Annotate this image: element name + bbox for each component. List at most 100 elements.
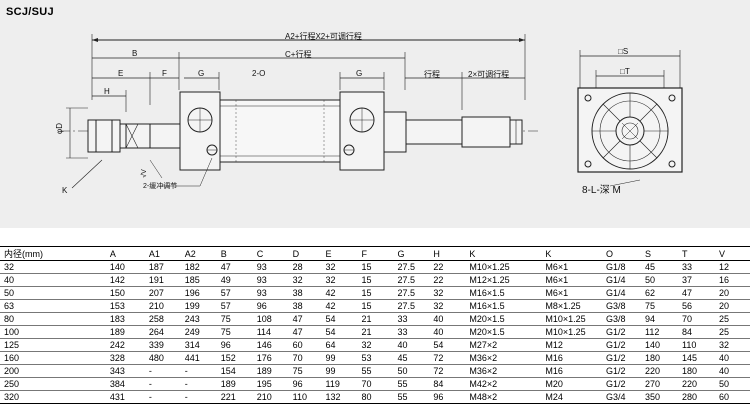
- table-cell: 32: [357, 338, 394, 352]
- table-cell: 441: [180, 351, 217, 365]
- table-cell: 191: [144, 273, 181, 287]
- table-cell: 20: [714, 286, 750, 300]
- table-cell: 75: [288, 364, 322, 378]
- column-header: D: [288, 246, 322, 261]
- table-cell: 96: [216, 338, 253, 352]
- dim-label-k: K: [62, 186, 68, 195]
- column-header: C: [252, 246, 289, 261]
- column-header: F: [357, 246, 394, 261]
- drawing-panel: SCJ/SUJ: [0, 0, 750, 228]
- table-cell: 53: [357, 351, 394, 365]
- table-cell: 196: [180, 286, 217, 300]
- table-cell: 140: [641, 338, 678, 352]
- table-cell: 40: [0, 273, 106, 287]
- table-cell: 187: [144, 260, 181, 274]
- column-header: 内径(mm): [0, 246, 106, 261]
- table-cell: 125: [0, 338, 106, 352]
- table-cell: G1/2: [601, 364, 641, 378]
- table-cell: 12: [714, 260, 750, 274]
- dim-label-g-left: G: [198, 69, 205, 78]
- table-cell: 96: [429, 390, 466, 404]
- table-cell: G1/2: [601, 338, 641, 352]
- table-cell: 15: [357, 286, 394, 300]
- table-cell: 32: [321, 273, 358, 287]
- table-cell: -: [144, 364, 181, 378]
- table-cell: 27.5: [393, 273, 430, 287]
- series-title: SCJ/SUJ: [6, 6, 54, 18]
- table-cell: -: [144, 377, 181, 391]
- table-cell: 152: [216, 351, 253, 365]
- table-cell: 431: [105, 390, 145, 404]
- table-cell: M10×1.25: [541, 312, 602, 326]
- column-header: H: [429, 246, 466, 261]
- table-cell: 70: [288, 351, 322, 365]
- table-cell: 47: [677, 286, 715, 300]
- table-cell: 37: [677, 273, 715, 287]
- table-cell: 55: [393, 377, 430, 391]
- table-cell: 32: [321, 260, 358, 274]
- table-cell: 32: [714, 338, 750, 352]
- table-cell: 249: [180, 325, 217, 339]
- table-cell: 50: [641, 273, 678, 287]
- table-cell: 32: [0, 260, 106, 274]
- table-cell: 210: [144, 299, 181, 313]
- table-cell: 195: [252, 377, 289, 391]
- dim-label-s: □S: [618, 47, 629, 56]
- table-cell: 384: [105, 377, 145, 391]
- table-cell: 270: [641, 377, 678, 391]
- table-cell: 185: [180, 273, 217, 287]
- table-cell: 145: [677, 351, 715, 365]
- table-cell: 221: [216, 390, 253, 404]
- dim-label-2o: 2-O: [252, 69, 266, 78]
- table-cell: 75: [641, 299, 678, 313]
- table-cell: 50: [0, 286, 106, 300]
- table-cell: M6×1: [541, 273, 602, 287]
- table-cell: G3/8: [601, 312, 641, 326]
- table-cell: 60: [714, 390, 750, 404]
- table-cell: 54: [321, 312, 358, 326]
- table-cell: 182: [180, 260, 217, 274]
- table-cell: 72: [429, 351, 466, 365]
- table-cell: -: [180, 364, 217, 378]
- table-cell: 21: [357, 312, 394, 326]
- dim-label-8-l-m: 8-L-深 M: [582, 185, 621, 196]
- table-cell: G1/8: [601, 260, 641, 274]
- table-cell: M20: [541, 377, 602, 391]
- table-cell: 27.5: [393, 286, 430, 300]
- table-cell: M16: [541, 351, 602, 365]
- dim-label-c: C+行程: [285, 50, 312, 59]
- table-cell: G1/4: [601, 273, 641, 287]
- column-header: O: [601, 246, 641, 261]
- table-cell: 32: [288, 273, 322, 287]
- table-cell: 47: [216, 260, 253, 274]
- table-cell: 70: [677, 312, 715, 326]
- table-cell: M36×2: [465, 351, 542, 365]
- table-cell: 57: [216, 286, 253, 300]
- table-cell: 200: [0, 364, 106, 378]
- table-cell: 50: [714, 377, 750, 391]
- column-header: S: [641, 246, 678, 261]
- table-cell: 189: [216, 377, 253, 391]
- table-cell: 32: [429, 299, 466, 313]
- dim-label-a2: A2+行程X2+可调行程: [285, 32, 362, 41]
- table-cell: 110: [677, 338, 715, 352]
- table-cell: 99: [321, 364, 358, 378]
- table-cell: 55: [393, 390, 430, 404]
- dim-label-g-right: G: [356, 69, 363, 78]
- table-cell: 33: [677, 260, 715, 274]
- table-cell: 96: [288, 377, 322, 391]
- table-cell: 183: [105, 312, 145, 326]
- table-cell: 72: [429, 364, 466, 378]
- table-cell: 343: [105, 364, 145, 378]
- table-cell: 243: [180, 312, 217, 326]
- table-cell: 142: [105, 273, 145, 287]
- table-cell: M42×2: [465, 377, 542, 391]
- table-cell: 25: [714, 312, 750, 326]
- table-cell: M27×2: [465, 338, 542, 352]
- table-cell: 32: [429, 286, 466, 300]
